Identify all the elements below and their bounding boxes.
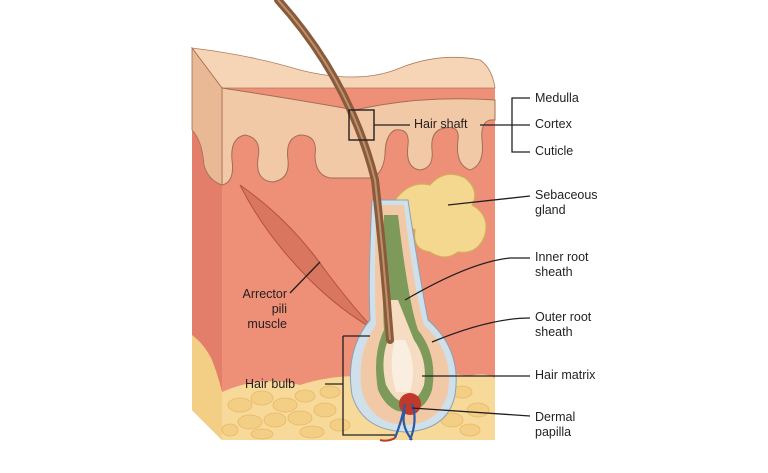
label-hair-shaft: Hair shaft bbox=[414, 117, 468, 131]
label-arrector-pili-muscle: Arrector pili muscle bbox=[225, 287, 287, 332]
label-inner-root-sheath: Inner root sheath bbox=[535, 250, 589, 280]
hair-core bbox=[391, 340, 414, 392]
label-inner-line1: Inner root bbox=[535, 250, 589, 264]
label-hair-bulb: Hair bulb bbox=[245, 377, 296, 391]
label-sebaceous-line1: Sebaceous bbox=[535, 188, 598, 202]
label-dermal-line2: papilla bbox=[535, 425, 572, 439]
label-cortex: Cortex bbox=[535, 117, 572, 131]
label-hair-matrix: Hair matrix bbox=[535, 368, 596, 382]
label-inner-line2: sheath bbox=[535, 265, 573, 279]
sebaceous-gland-shape bbox=[394, 173, 487, 258]
label-outer-line2: sheath bbox=[535, 325, 573, 339]
hypodermis-fat-side bbox=[192, 335, 222, 440]
label-dermal-line1: Dermal bbox=[535, 410, 576, 424]
label-outer-root-sheath: Outer root sheath bbox=[535, 310, 591, 340]
hair-medulla-line bbox=[277, 0, 391, 341]
epidermis-side bbox=[191, 46, 223, 186]
leader-lines bbox=[289, 97, 531, 436]
label-arrector-line1: Arrector bbox=[242, 287, 287, 301]
label-sebaceous-line2: gland bbox=[535, 203, 566, 217]
label-dermal-papilla: Dermal papilla bbox=[535, 410, 575, 440]
label-medulla: Medulla bbox=[535, 91, 579, 105]
label-sebaceous-gland: Sebaceous gland bbox=[535, 188, 598, 218]
label-outer-line1: Outer root bbox=[535, 310, 592, 324]
label-cuticle: Cuticle bbox=[535, 144, 574, 158]
artery bbox=[379, 437, 396, 442]
epidermis-top bbox=[191, 47, 496, 89]
fat-cells bbox=[221, 385, 490, 440]
blood-vessels bbox=[393, 403, 416, 441]
label-arrector-line2: pili bbox=[271, 302, 287, 316]
label-arrector-line3: muscle bbox=[247, 317, 287, 331]
